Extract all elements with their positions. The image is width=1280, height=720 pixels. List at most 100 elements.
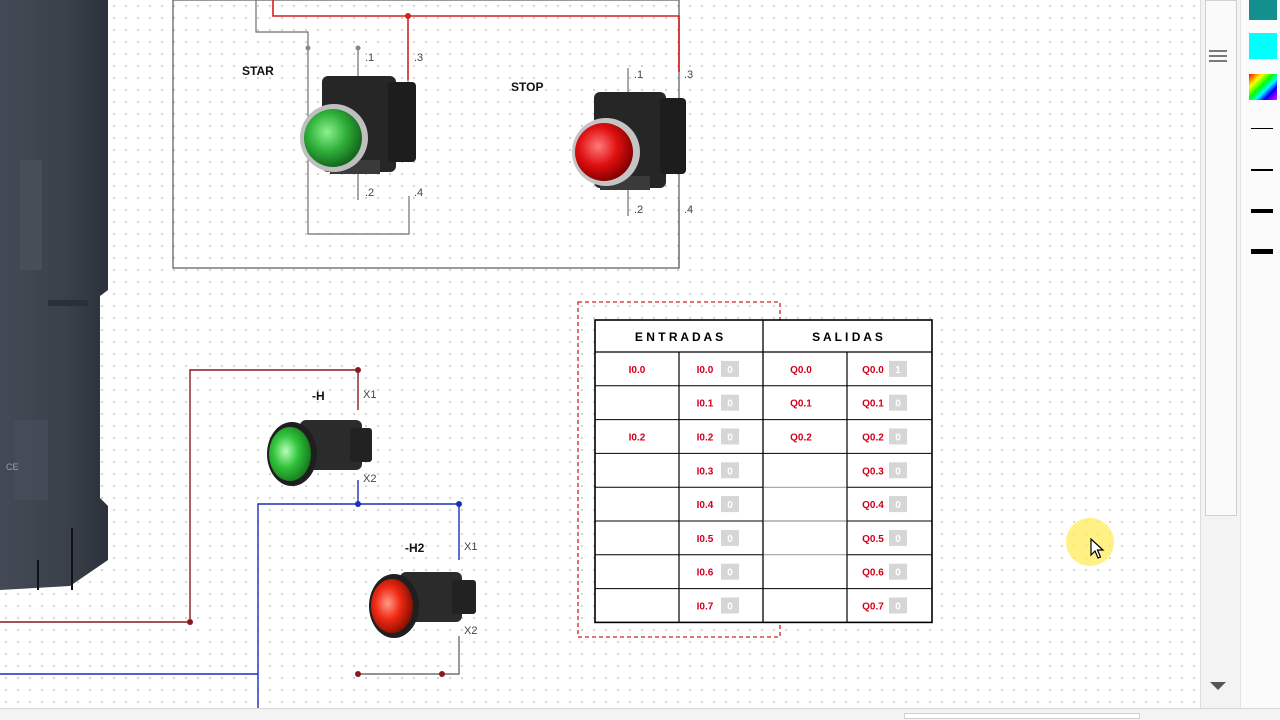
stop-wiring	[627, 68, 680, 268]
output-value: 0	[895, 534, 901, 545]
output-address: Q0.5	[862, 534, 884, 545]
input-value: 0	[727, 568, 733, 579]
input-address: I0.7	[697, 602, 714, 613]
lamp-node-blue-1	[355, 501, 361, 507]
output-value: 0	[895, 568, 901, 579]
input-value: 0	[727, 365, 733, 376]
start-terminal-2: .2	[365, 187, 374, 199]
input-address: I0.6	[697, 568, 714, 579]
input-address: I0.0	[697, 365, 714, 376]
stop-terminal-1: .1	[634, 69, 643, 81]
swatch-cyan[interactable]	[1249, 33, 1277, 59]
lamp-h2-label: -H2	[405, 541, 425, 555]
start-terminal-4: .4	[414, 187, 423, 199]
input-address: I0.1	[697, 399, 714, 410]
lamp-node-blue-2	[456, 501, 462, 507]
horizontal-scrollbar-thumb[interactable]	[904, 713, 1140, 719]
lamp-node-left	[187, 619, 193, 625]
input-value: 0	[727, 500, 733, 511]
input-address: I0.2	[697, 433, 714, 444]
svg-text:CE: CE	[6, 462, 19, 472]
lamp-h2-x2: X2	[464, 625, 477, 637]
stroke-thick-icon[interactable]	[1251, 209, 1273, 213]
start-contact-node	[355, 45, 361, 51]
start-label: STAR	[242, 64, 274, 78]
input-value-box	[721, 496, 739, 513]
stroke-medium-icon[interactable]	[1251, 169, 1273, 171]
input-value-box	[721, 360, 739, 377]
input-tag: I0.0	[629, 365, 646, 376]
scroll-down-arrow-icon[interactable]	[1210, 682, 1226, 690]
lamp-node-top	[355, 367, 361, 373]
input-address: I0.5	[697, 534, 714, 545]
red-pilot-lamp	[369, 572, 476, 638]
input-tag: I0.2	[629, 433, 646, 444]
schematic-canvas[interactable]: CE	[0, 0, 1200, 708]
green-pilot-lamp	[267, 420, 372, 486]
output-tag: Q0.2	[790, 433, 812, 444]
lamp-h1-x1: X1	[363, 389, 376, 401]
plc-module: CE	[0, 0, 108, 590]
lamp-h1-x2: X2	[363, 473, 376, 485]
power-wire	[272, 0, 680, 80]
swatch-rainbow[interactable]	[1249, 74, 1277, 100]
entradas-header: E N T R A D A S	[635, 330, 723, 344]
output-value-box	[889, 563, 907, 580]
output-value: 0	[895, 500, 901, 511]
salidas-header: S A L I D A S	[812, 330, 883, 344]
output-address: Q0.6	[862, 568, 884, 579]
input-value: 0	[727, 399, 733, 410]
output-value: 0	[895, 602, 901, 613]
input-value-box	[721, 529, 739, 546]
stroke-thin-icon[interactable]	[1251, 128, 1273, 129]
lamp-h1-label: -H	[312, 389, 325, 403]
input-value-box	[721, 428, 739, 445]
mouse-pointer-icon	[1090, 538, 1105, 559]
output-tag: Q0.1	[790, 399, 812, 410]
output-tag: Q0.0	[790, 365, 812, 376]
output-value: 0	[895, 466, 901, 477]
stop-pushbutton[interactable]	[572, 92, 686, 190]
input-address: I0.4	[697, 500, 714, 511]
output-address: Q0.1	[862, 399, 884, 410]
input-value-box	[721, 394, 739, 411]
input-value: 0	[727, 433, 733, 444]
output-value: 0	[895, 433, 901, 444]
drawing-palette	[1240, 0, 1280, 708]
output-value: 1	[895, 365, 901, 376]
input-value: 0	[727, 466, 733, 477]
hamburger-menu-icon[interactable]	[1209, 50, 1227, 64]
output-address: Q0.7	[862, 602, 884, 613]
input-value: 0	[727, 602, 733, 613]
swatch-teal[interactable]	[1249, 0, 1277, 20]
input-value: 0	[727, 534, 733, 545]
start-pushbutton[interactable]	[300, 76, 416, 174]
lamp-node-bottom-1	[355, 671, 361, 677]
horizontal-scrollbar[interactable]	[0, 708, 1280, 720]
input-value-box	[721, 563, 739, 580]
start-wire-node	[305, 45, 311, 51]
vertical-scrollbar[interactable]	[1200, 0, 1240, 708]
stroke-extra-thick-icon[interactable]	[1251, 249, 1273, 254]
power-junction	[405, 13, 411, 19]
input-value-box	[721, 462, 739, 479]
output-value-box	[889, 462, 907, 479]
output-value-box	[889, 496, 907, 513]
output-address: Q0.3	[862, 466, 884, 477]
output-value-box	[889, 597, 907, 614]
stop-terminal-4: .4	[684, 204, 693, 216]
schematic-svg: CE	[0, 0, 933, 708]
output-address: Q0.0	[862, 365, 884, 376]
output-value-box	[889, 428, 907, 445]
stop-terminal-3: .3	[684, 69, 693, 81]
vertical-scrollbar-thumb[interactable]	[1205, 0, 1237, 516]
start-terminal-1: .1	[365, 52, 374, 64]
input-address: I0.3	[697, 466, 714, 477]
stop-label: STOP	[511, 80, 543, 94]
entradas-dashed-frame	[577, 301, 781, 638]
output-value-box	[889, 529, 907, 546]
stop-terminal-2: .2	[634, 204, 643, 216]
output-value-box	[889, 360, 907, 377]
cursor-highlight	[1066, 518, 1114, 566]
